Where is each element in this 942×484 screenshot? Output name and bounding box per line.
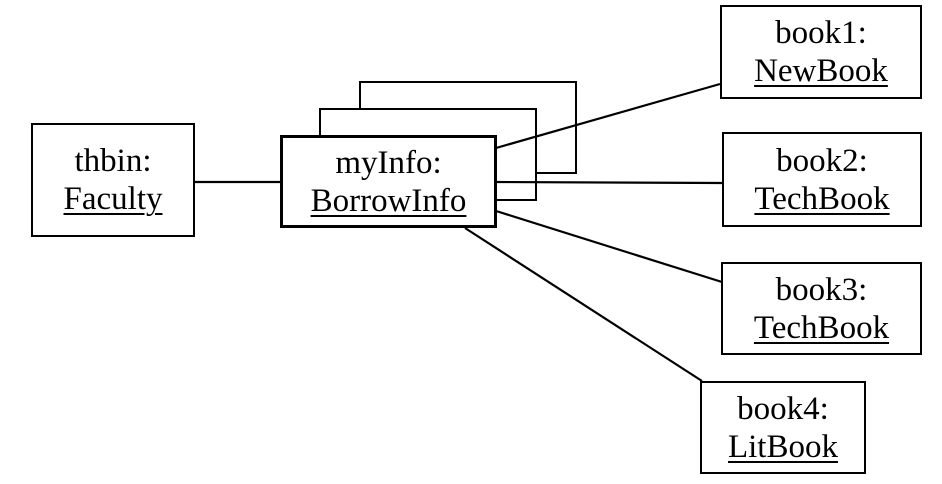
object-node-book1-newbook: book1: NewBook (720, 5, 922, 99)
object-name-label: book4: (737, 390, 829, 427)
object-node-thbin-faculty: thbin: Faculty (31, 123, 195, 237)
object-class-label: TechBook (754, 180, 890, 217)
link-myinfo-book3 (495, 209, 723, 284)
object-name-label: thbin: (74, 143, 152, 179)
object-node-book4-litbook: book4: LitBook (700, 381, 866, 474)
object-class-label: NewBook (754, 53, 888, 89)
object-class-label: BorrowInfo (310, 182, 467, 219)
object-class-label: TechBook (753, 309, 890, 346)
object-name-label: myInfo: (335, 144, 442, 181)
object-node-myinfo-borrowinfo: myInfo: BorrowInfo (280, 135, 497, 228)
object-node-book2-techbook: book2: TechBook (722, 132, 922, 227)
object-name-label: book3: (775, 271, 868, 308)
object-name-label: book2: (776, 142, 868, 179)
link-myinfo-book4 (464, 227, 703, 382)
object-class-label: LitBook (727, 428, 838, 465)
object-node-book3-techbook: book3: TechBook (721, 262, 922, 355)
object-name-label: book1: (775, 15, 867, 51)
object-class-label: Faculty (63, 181, 163, 217)
